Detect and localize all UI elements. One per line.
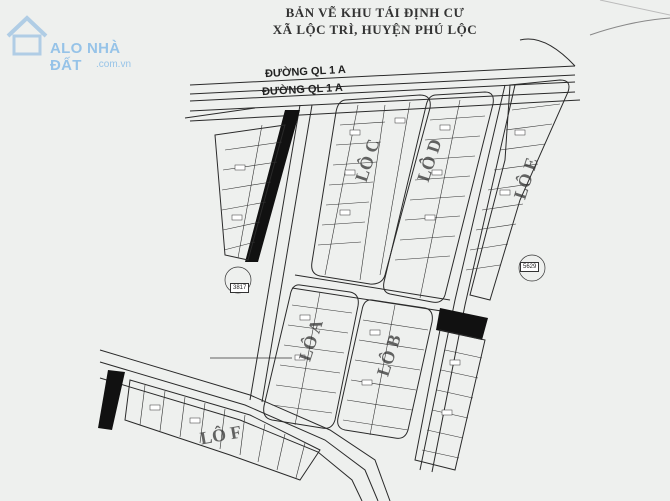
block-a xyxy=(263,284,359,429)
map-title-line2: XÃ LỘC TRÌ, HUYỆN PHÚ LỘC xyxy=(272,22,478,37)
block-d xyxy=(383,91,494,303)
paper-edge xyxy=(599,0,670,16)
block-right-lower xyxy=(414,329,486,471)
map-title-line1: BẢN VẼ KHU TÁI ĐỊNH CƯ xyxy=(285,5,465,20)
dark-strip-lower xyxy=(98,370,125,430)
block-c xyxy=(311,94,431,285)
dark-strip-left xyxy=(245,110,300,262)
plot-number-right: 5629 xyxy=(520,262,540,272)
watermark-domain: .com.vn xyxy=(96,59,132,70)
block-f xyxy=(124,379,321,481)
leader-lines xyxy=(210,254,546,359)
block-b xyxy=(337,299,433,439)
block-e xyxy=(469,79,570,301)
house-logo-icon xyxy=(6,15,48,56)
lower-road xyxy=(99,349,391,501)
watermark-brand: ALO NHÀ ĐẤT xyxy=(50,40,121,74)
watermark: ALO NHÀ ĐẤT .com.vn xyxy=(4,8,154,74)
parcel-tags xyxy=(149,117,526,424)
internal-roads xyxy=(249,84,516,473)
plot-number-left: 3817 xyxy=(230,283,250,293)
